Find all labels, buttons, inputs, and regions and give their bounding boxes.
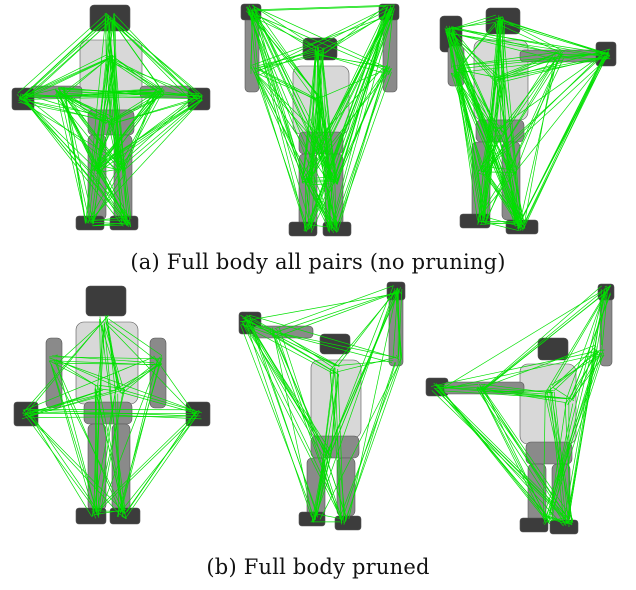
collision-pair-line: [120, 418, 196, 513]
collision-pair-line: [255, 13, 321, 54]
robot-panel-b3: [420, 280, 636, 545]
collision-pair-line: [566, 291, 605, 399]
collision-pair-line: [252, 6, 387, 11]
robot-panel-b2: [215, 280, 425, 545]
collision-pair-line: [525, 52, 609, 223]
robot-panel-b1: [0, 280, 220, 545]
robot-panel-a3: [420, 0, 636, 240]
robot-head: [86, 286, 126, 316]
robot-left-foot: [520, 518, 548, 532]
collision-pair-line: [249, 315, 317, 517]
collision-pair-line: [127, 412, 196, 512]
collision-pair-line: [278, 292, 397, 336]
collision-pair-line: [275, 286, 394, 329]
collision-pair-line: [96, 418, 195, 514]
caption-row-a: (a) Full body all pairs (no pruning): [0, 250, 636, 274]
robot-head: [538, 338, 568, 360]
robot-panel-a1: [0, 0, 220, 240]
collision-pair-line: [125, 411, 200, 519]
collision-pair-line: [25, 414, 96, 510]
collision-pair-line: [251, 5, 394, 10]
caption-row-b: (b) Full body pruned: [0, 555, 636, 579]
collision-pair-line: [520, 52, 606, 222]
robot-right-foot: [110, 508, 140, 524]
robot-panel-a2: [215, 0, 425, 240]
collision-pair-line: [330, 290, 396, 369]
